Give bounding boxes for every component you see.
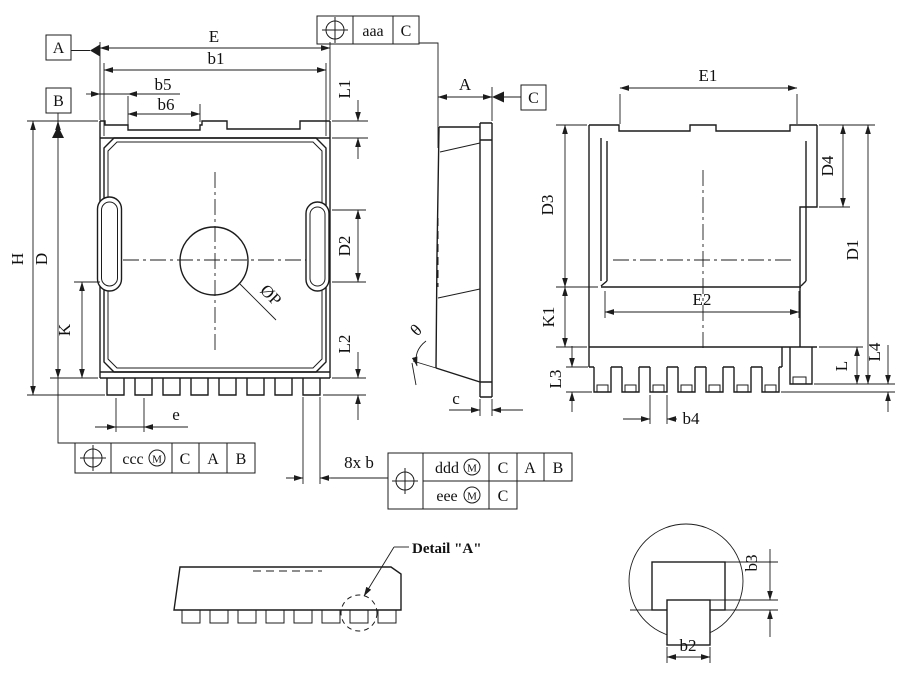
back-view-dimension-lines xyxy=(556,85,895,424)
fcf-ddd-datum3: B xyxy=(553,460,564,477)
fcf-ccc-datum3: B xyxy=(236,451,247,468)
mmc-modifier-icon: M xyxy=(463,458,481,476)
dim-label-b2: b2 xyxy=(680,636,697,655)
dim-label-L2: L2 xyxy=(335,335,354,354)
front-view-dimension-lines xyxy=(27,42,388,484)
fcf-ccc-datum2: A xyxy=(207,451,219,468)
fcf-ccc-datum1: C xyxy=(180,451,191,468)
datum-label-b: B xyxy=(53,93,64,110)
position-tolerance-icon xyxy=(322,17,348,43)
dim-label-b4: b4 xyxy=(683,409,701,428)
dim-label-e: e xyxy=(172,405,180,424)
dim-label-K1: K1 xyxy=(539,307,558,328)
fcf-aaa-tolerance: aaa xyxy=(362,23,383,40)
dim-label-D1: D1 xyxy=(843,240,862,261)
dim-label-D4: D4 xyxy=(818,155,837,176)
side-view-dimension-lines xyxy=(411,42,523,416)
fcf-ddd-tolerance: ddd xyxy=(435,460,459,477)
front-view-centerlines xyxy=(123,172,312,350)
back-view-labels: E1 D3 K1 E2 D4 D1 L L4 L3 b4 xyxy=(538,66,884,428)
fcf-ccc: ccc M C A B xyxy=(74,442,256,474)
dim-label-E1: E1 xyxy=(699,66,718,85)
dim-label-L: L xyxy=(832,361,851,371)
svg-text:M: M xyxy=(467,491,477,503)
fcf-ddd-datum2: A xyxy=(524,460,536,477)
datum-triangle xyxy=(90,44,100,57)
detail-dimension-lines xyxy=(666,549,773,663)
dim-label-L3: L3 xyxy=(546,370,565,389)
svg-text:M: M xyxy=(152,454,162,466)
mmc-modifier-icon: M xyxy=(463,486,481,504)
datum-label-c: C xyxy=(528,90,539,107)
dim-label-K: K xyxy=(55,323,74,336)
detail-callout-circle xyxy=(340,594,378,632)
datum-triangle xyxy=(492,91,504,103)
detail-a-note: Detail "A" xyxy=(412,541,482,557)
datum-flag-c: C xyxy=(492,84,547,111)
svg-text:M: M xyxy=(467,463,477,475)
dim-label-b1: b1 xyxy=(208,49,225,68)
datum-label-a: A xyxy=(53,40,65,57)
front-view: E b1 b5 b6 L1 H D K D2 L2 ØP e 8x b A B xyxy=(8,27,573,510)
dim-label-D2: D2 xyxy=(335,236,354,257)
dim-label-L1: L1 xyxy=(335,80,354,99)
back-view-outline xyxy=(588,124,818,393)
dim-label-L4: L4 xyxy=(865,342,884,361)
fcf-eee-tolerance: eee xyxy=(436,488,457,505)
fcf-aaa: aaa C xyxy=(316,15,420,45)
dim-label-b3: b3 xyxy=(742,555,761,572)
dim-label-b5: b5 xyxy=(155,75,172,94)
dim-label-H: H xyxy=(8,253,27,265)
dim-label-b6: b6 xyxy=(158,95,175,114)
fcf-eee-datum1: C xyxy=(498,488,509,505)
front-view-outline xyxy=(99,120,331,396)
side-view-outline xyxy=(435,122,493,398)
dim-label-c: c xyxy=(452,389,460,408)
datum-flag-a: A xyxy=(45,34,100,61)
fcf-ddd-eee: ddd M C A B eee M C xyxy=(387,452,573,510)
side-view: A θ c aaa C C xyxy=(316,15,547,416)
fcf-ccc-tolerance: ccc xyxy=(122,451,143,468)
dim-label-lead-count: 8x b xyxy=(344,453,374,472)
front-view-slots xyxy=(96,196,330,292)
position-tolerance-icon xyxy=(80,445,106,471)
datum-triangle xyxy=(52,126,64,138)
mounting-hole xyxy=(179,226,249,296)
dim-label-E2: E2 xyxy=(693,290,712,309)
mmc-modifier-icon: M xyxy=(148,449,166,467)
dim-label-A: A xyxy=(459,75,472,94)
position-tolerance-icon xyxy=(392,468,418,494)
back-view: E1 D3 K1 E2 D4 D1 L L4 L3 b4 xyxy=(538,66,895,428)
back-view-centerlines xyxy=(613,170,793,350)
front-view-labels: E b1 b5 b6 L1 H D K D2 L2 ØP e 8x b xyxy=(8,27,374,472)
dim-label-D: D xyxy=(32,253,51,265)
datum-flag-b: B xyxy=(45,87,72,138)
lead-foot xyxy=(666,599,711,646)
fcf-ddd-datum1: C xyxy=(498,460,509,477)
bottom-pads xyxy=(181,609,397,624)
dim-label-E: E xyxy=(209,27,219,46)
dim-label-D3: D3 xyxy=(538,195,557,216)
bottom-profile-view: Detail "A" xyxy=(173,541,482,632)
detail-a-view: b3 b2 xyxy=(628,523,778,663)
fcf-aaa-datum1: C xyxy=(401,23,412,40)
dim-label-theta: θ xyxy=(407,321,426,340)
